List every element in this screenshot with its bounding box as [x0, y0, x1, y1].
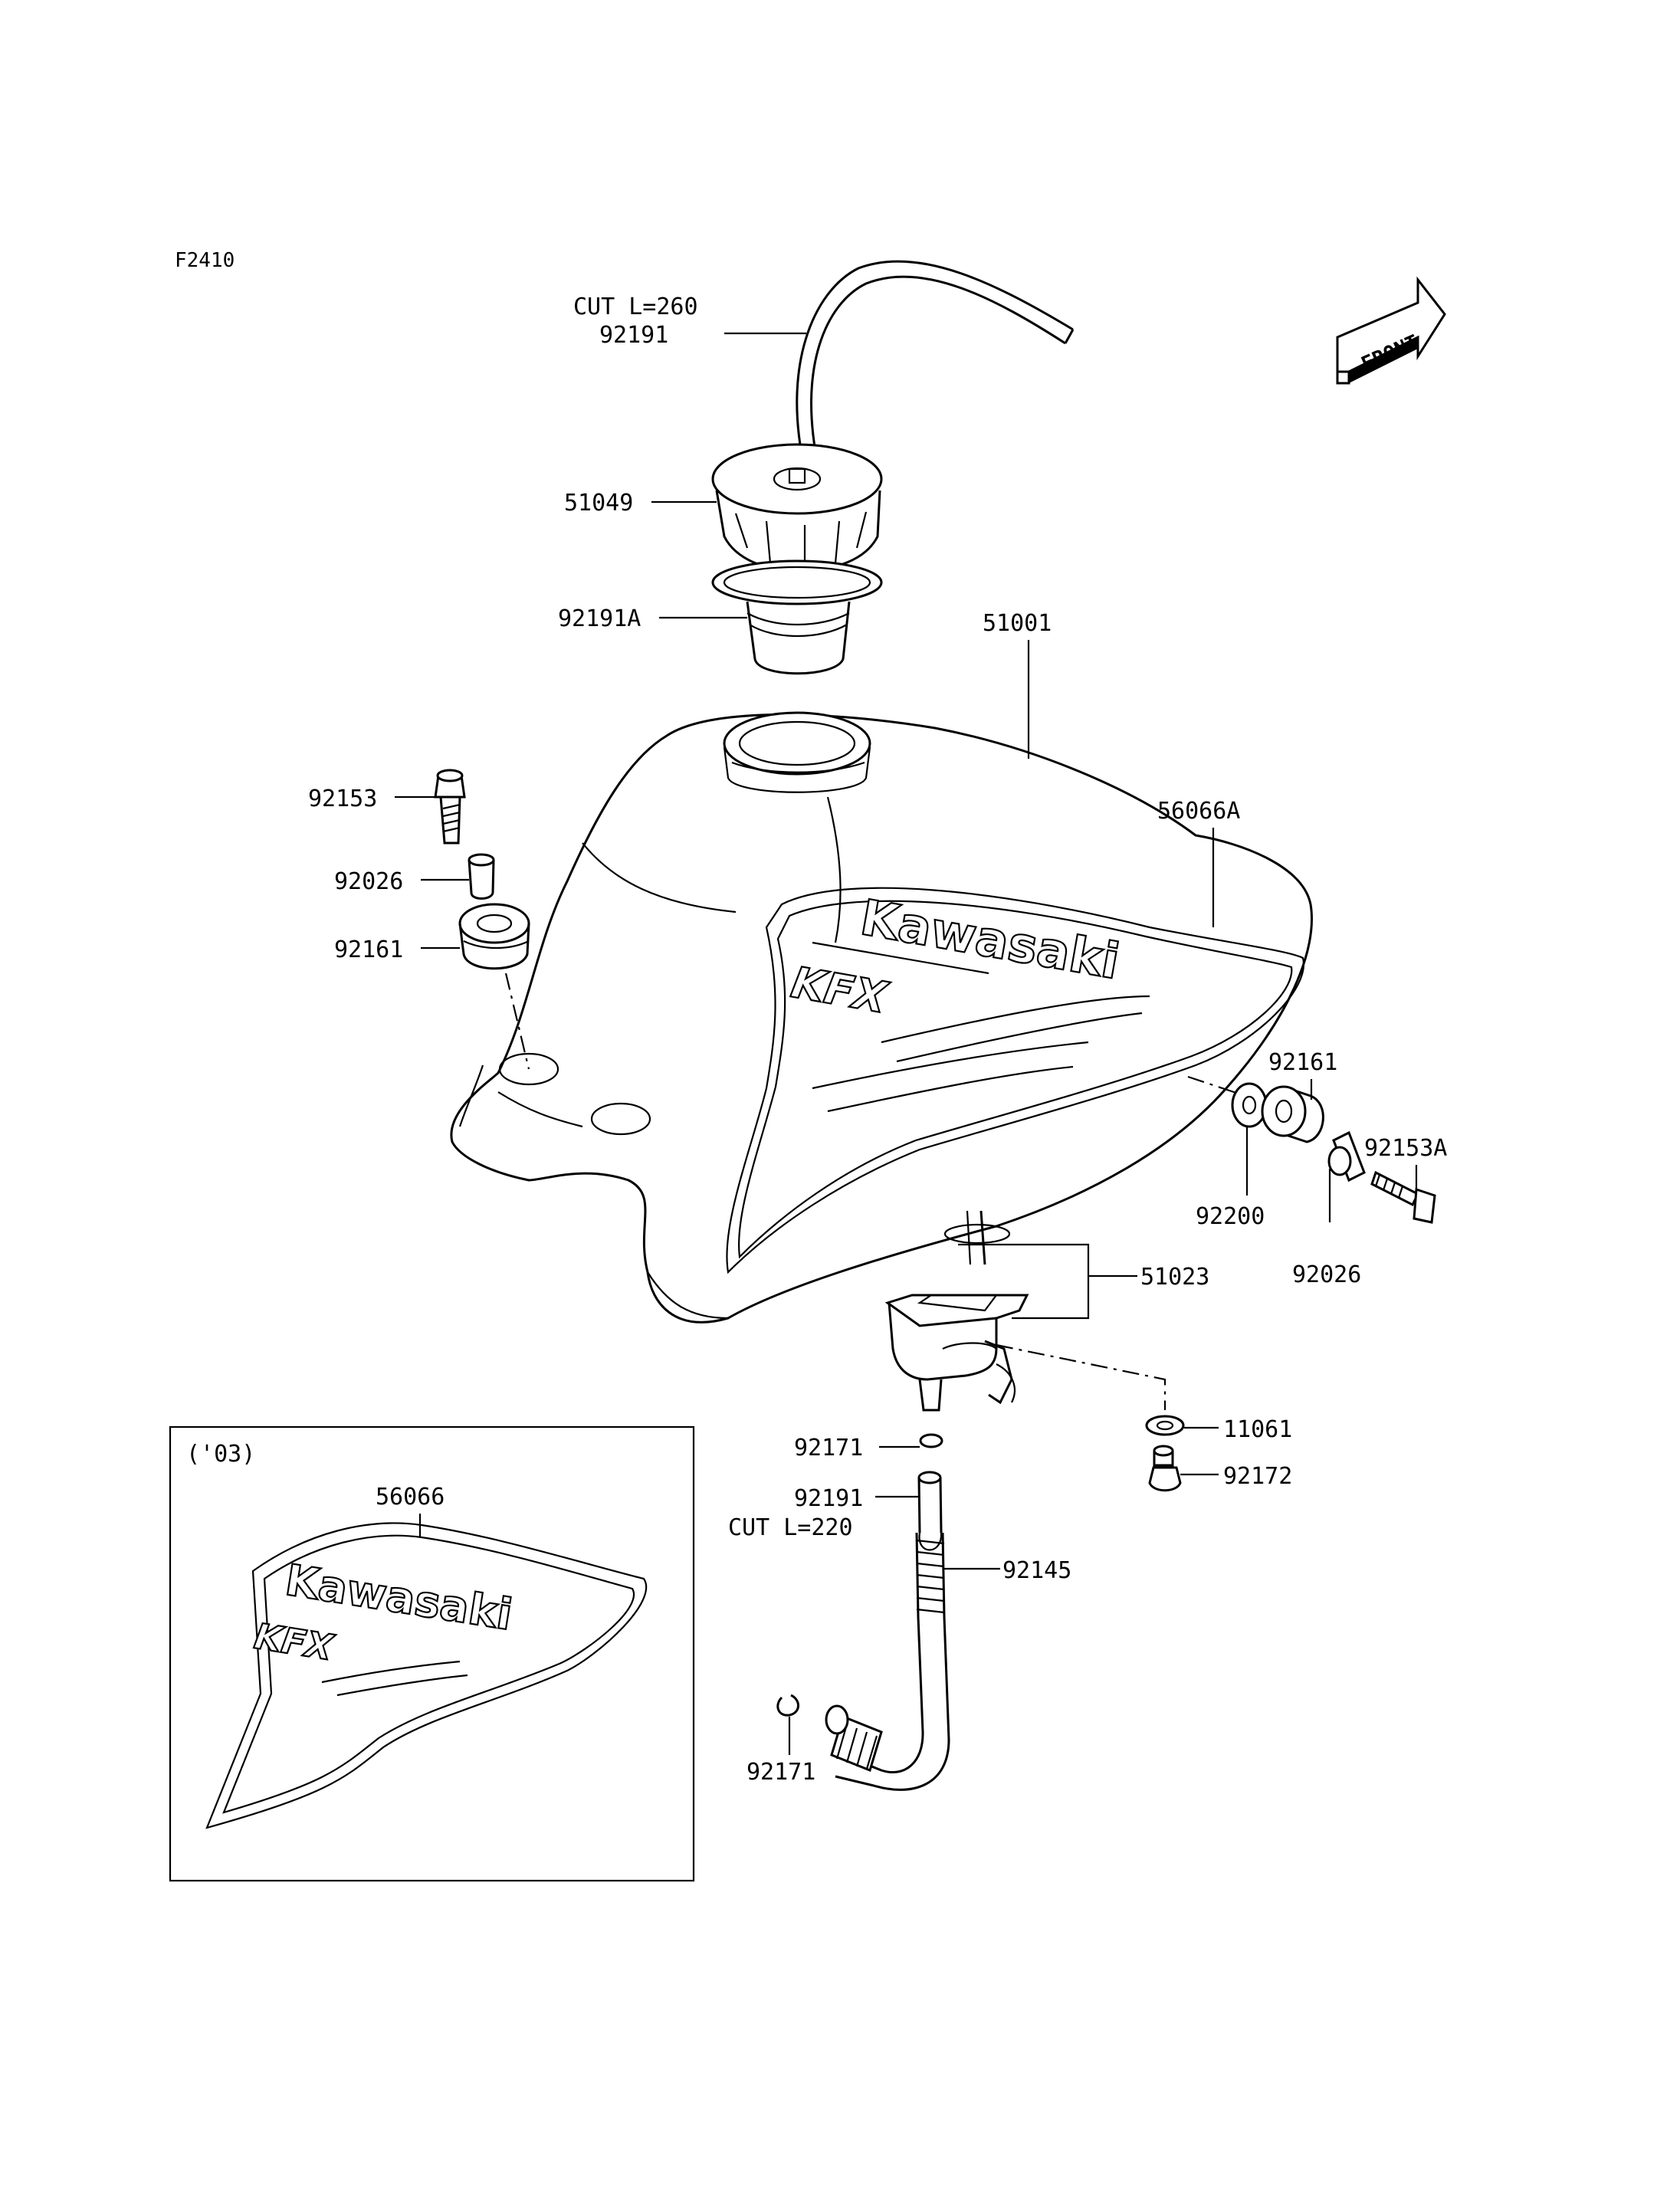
- label-92200: 92200: [1196, 1203, 1265, 1230]
- clamp-92171-bottom: [776, 1694, 799, 1717]
- label-92171-bottom: 92171: [746, 1759, 815, 1786]
- inset-year-label: ('03): [186, 1441, 255, 1468]
- screw-92172: [1148, 1445, 1182, 1492]
- label-92172: 92172: [1223, 1463, 1292, 1490]
- label-51023: 51023: [1140, 1264, 1209, 1291]
- label-92153: 92153: [308, 786, 377, 812]
- label-92191A: 92191A: [558, 605, 641, 632]
- diagram-code: F2410: [175, 249, 235, 272]
- breather-hose-top: [796, 260, 1075, 470]
- label-51049: 51049: [564, 490, 633, 517]
- inset-model-logo: KFX: [251, 1615, 337, 1669]
- label-92026-right: 92026: [1292, 1261, 1361, 1288]
- label-cut-220: CUT L=220: [728, 1514, 853, 1541]
- fuel-hose-bottom: [825, 1471, 950, 1791]
- label-92161-left: 92161: [334, 936, 403, 963]
- label-56066A: 56066A: [1157, 798, 1240, 825]
- front-arrow-icon: FRONT: [1336, 276, 1446, 385]
- fuel-tank: Kawasaki KFX: [450, 711, 1313, 1324]
- label-56066: 56066: [376, 1484, 445, 1511]
- filler-neck-gasket: [711, 559, 883, 675]
- bolt-92153A: [1370, 1170, 1436, 1224]
- label-92191-top: 92191: [599, 322, 668, 349]
- label-51001: 51001: [983, 610, 1052, 637]
- leader-lines: [395, 332, 1418, 1755]
- grommet-92161-left: [458, 903, 530, 970]
- collar-92026-left: [468, 853, 495, 900]
- washer-92200: [1231, 1082, 1268, 1128]
- bolt-92153: [434, 769, 466, 845]
- label-92191-bottom: 92191: [794, 1485, 863, 1512]
- label-92171-top: 92171: [794, 1435, 863, 1461]
- o-ring-11061: [1145, 1415, 1185, 1436]
- label-92145: 92145: [1002, 1557, 1071, 1584]
- label-92161-right: 92161: [1268, 1049, 1337, 1076]
- collar-92026-right: [1327, 1130, 1366, 1183]
- fuel-cap: [711, 443, 883, 572]
- clamp-92171-top: [919, 1433, 943, 1448]
- label-92153A: 92153A: [1364, 1135, 1447, 1162]
- fuel-valve: [884, 1210, 1029, 1412]
- label-92026-left: 92026: [334, 868, 403, 895]
- grommet-92161-right: [1261, 1085, 1324, 1143]
- label-cut-260: CUT L=260: [573, 294, 698, 320]
- label-11061: 11061: [1223, 1416, 1292, 1443]
